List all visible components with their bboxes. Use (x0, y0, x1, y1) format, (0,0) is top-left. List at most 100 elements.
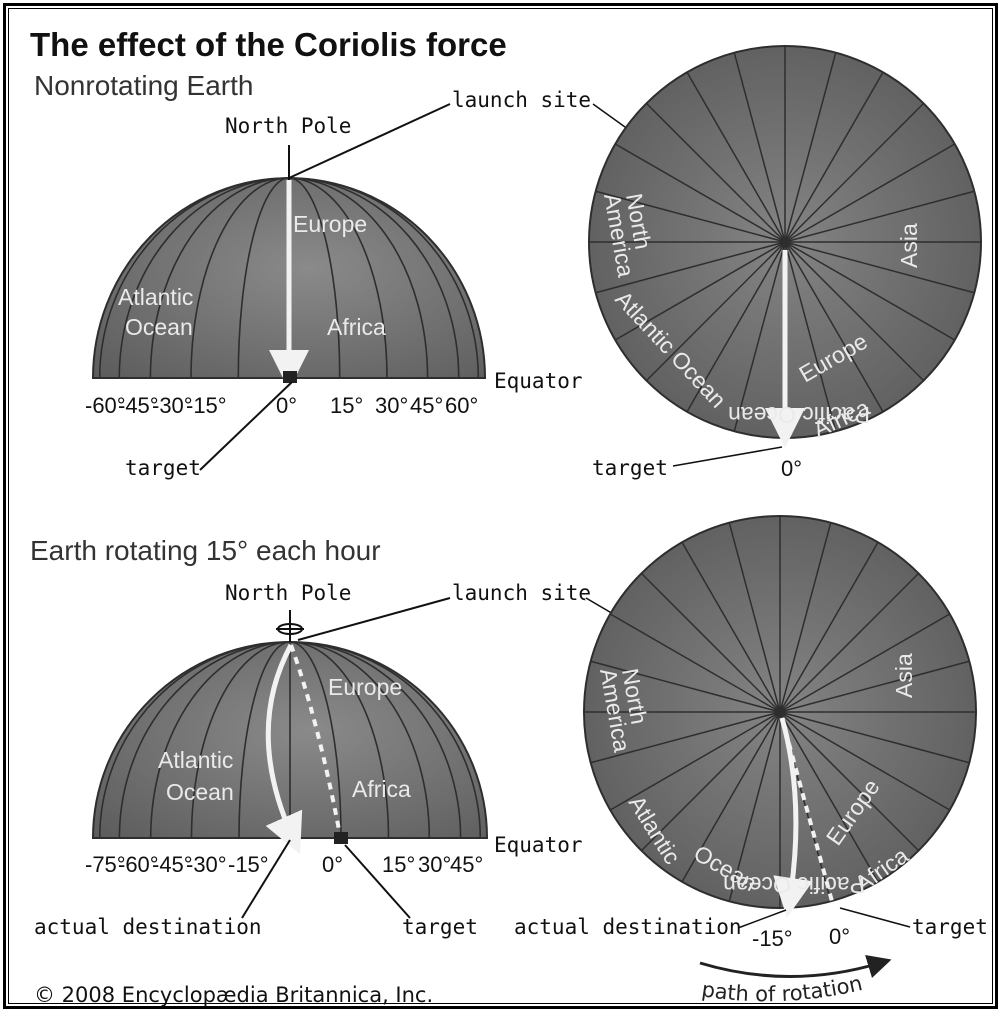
top-africa-label: Africa (327, 314, 386, 340)
bottom-ocean-label: Ocean (166, 779, 234, 805)
longitude-label: -15° (186, 393, 227, 418)
bottom-launch-site-label: launch site (452, 581, 591, 605)
meridian-spoke (784, 241, 884, 413)
meridian-spoke (645, 102, 786, 243)
meridian-spoke (779, 613, 951, 713)
longitude-label: 30° (375, 393, 408, 418)
longitude-label: 15° (330, 393, 363, 418)
meridian-spoke (733, 52, 786, 243)
longitude-label: 15° (382, 852, 415, 877)
bottom-africa-label: Africa (352, 776, 411, 802)
bottom-hemisphere (91, 641, 489, 839)
longitude-label: 0° (276, 393, 297, 418)
bottom-actual-path-arrow (265, 643, 303, 855)
meridian-line (149, 641, 291, 839)
top-launch-site-label: launch site (452, 88, 591, 112)
meridian-line (289, 641, 482, 839)
meridian-spoke (779, 522, 832, 713)
meridian-line (190, 641, 291, 839)
meridian-spoke (686, 241, 786, 413)
bottom-disc-intended-path (780, 717, 835, 906)
longitude-label: -45° (152, 852, 193, 877)
bottom-disc-pacific-label: Pacific Ocean (723, 872, 865, 898)
meridian-spoke (609, 711, 781, 811)
bottom-disc-zero-label: 0° (829, 924, 850, 949)
bottom-disc-target-label: target (912, 915, 988, 939)
bottom-target-label: target (402, 915, 478, 939)
meridian-line (237, 177, 290, 379)
meridian-spoke (784, 143, 956, 243)
meridian-line (289, 641, 462, 839)
bottom-disc-actual-leader (737, 909, 787, 929)
bottom-disc-asia-label: Asia (891, 653, 917, 698)
meridian-line (190, 177, 290, 379)
meridian-spoke (614, 241, 786, 341)
bottom-atlantic-label: Atlantic (158, 747, 233, 773)
top-ocean-label: Ocean (125, 314, 193, 340)
longitude-label: -30° (186, 852, 227, 877)
bottom-equator-label: Equator (494, 833, 583, 857)
longitude-label: 45° (450, 852, 483, 877)
meridian-line (288, 177, 388, 379)
top-polar-disc (588, 45, 982, 439)
meridian-spoke (590, 660, 781, 713)
longitude-label: -15° (228, 852, 269, 877)
meridian-spoke (779, 711, 920, 852)
meridian-spoke (681, 541, 781, 713)
longitude-label: -60° (85, 393, 126, 418)
top-target-label: target (125, 456, 201, 480)
bottom-europe-label: Europe (328, 674, 402, 700)
top-longitude-labels: -60°-45°-30°-15° 0° 15° 30°45°60° (85, 393, 478, 418)
meridian-line (118, 177, 290, 379)
meridian-spoke (784, 102, 925, 243)
bottom-disc-actual-arrow (773, 717, 813, 918)
bottom-disc-minus15-label: -15° (752, 926, 793, 951)
meridian-line (98, 641, 291, 839)
meridian-spoke (681, 711, 781, 883)
meridian-spoke (590, 711, 781, 764)
meridian-spoke (779, 711, 951, 811)
meridian-spoke (784, 241, 925, 382)
meridian-spoke (784, 71, 884, 243)
meridian-spoke (784, 190, 975, 243)
meridian-line (288, 177, 429, 379)
meridian-spoke (779, 660, 970, 713)
top-disc-zero-label: 0° (781, 456, 802, 481)
meridian-line (289, 641, 390, 839)
longitude-label: 60° (445, 393, 478, 418)
meridian-line (288, 177, 480, 379)
top-atlantic-label: Atlantic (118, 284, 193, 310)
longitude-label: -30° (152, 393, 193, 418)
meridian-line (288, 177, 460, 379)
meridian-spoke (784, 241, 837, 432)
top-target-marker (283, 371, 297, 383)
meridian-line (289, 641, 431, 839)
path-of-rotation-arrow (699, 954, 892, 978)
longitude-label: -75° (85, 852, 126, 877)
bottom-target-leader (344, 844, 411, 919)
diagram-title: The effect of the Coriolis force (30, 26, 507, 63)
bottom-actual-leader (241, 839, 291, 919)
meridian-spoke (733, 241, 786, 432)
meridian-spoke (728, 711, 781, 902)
meridian-line (118, 641, 291, 839)
bottom-north-pole-label: North Pole (225, 581, 351, 605)
meridian-spoke (784, 241, 975, 294)
meridian-spoke (595, 241, 786, 294)
bottom-disc-target-leader (839, 907, 911, 928)
meridian-spoke (640, 572, 781, 713)
meridian-line (238, 641, 291, 839)
meridian-spoke (779, 711, 879, 883)
longitude-label: 45° (410, 393, 443, 418)
top-disc-target-leader (672, 446, 783, 467)
longitude-label: -45° (118, 393, 159, 418)
bottom-target-marker (334, 832, 348, 844)
top-disc-target-label: target (592, 456, 668, 480)
meridian-spoke (784, 241, 956, 341)
bottom-actual-destination-label: actual destination (34, 915, 262, 939)
meridian-spoke (779, 711, 970, 764)
longitude-label: 0° (322, 852, 343, 877)
top-target-leader (199, 381, 293, 471)
meridian-spoke (595, 190, 786, 243)
